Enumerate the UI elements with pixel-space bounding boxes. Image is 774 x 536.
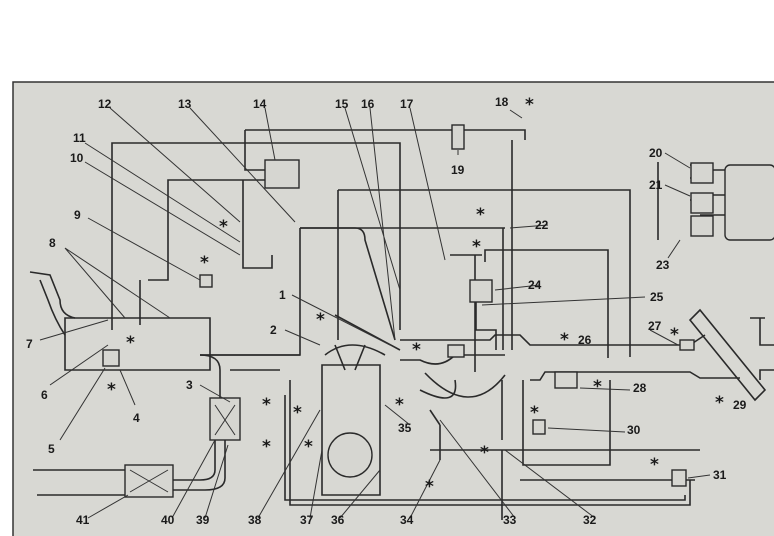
marker-asterisk: * <box>316 310 325 330</box>
sensor-30 <box>532 419 546 435</box>
callout-28: 28 <box>633 381 647 395</box>
marker-asterisk: * <box>425 477 434 497</box>
marker-asterisk: * <box>472 237 481 257</box>
callout-labels: 1 2 3 4 5 6 7 8 9 10 11 12 13 14 15 16 1… <box>26 95 747 527</box>
callout-25: 25 <box>650 290 664 304</box>
callout-5: 5 <box>48 442 55 456</box>
callout-30: 30 <box>627 423 641 437</box>
callout-22: 22 <box>535 218 549 232</box>
callout-39: 39 <box>196 513 210 527</box>
callout-17: 17 <box>400 97 414 111</box>
callout-9: 9 <box>74 208 81 222</box>
sensor-27 <box>679 339 695 351</box>
callout-37: 37 <box>300 513 314 527</box>
throttle-body <box>554 371 578 389</box>
catalytic-converter <box>209 397 241 441</box>
marker-asterisk: * <box>480 443 489 463</box>
callout-33: 33 <box>503 513 517 527</box>
callout-16: 16 <box>361 97 375 111</box>
callout-31: 31 <box>713 468 727 482</box>
fuel-pump <box>102 349 120 367</box>
callout-6: 6 <box>41 388 48 402</box>
marker-asterisk: * <box>126 333 135 353</box>
canister <box>264 159 300 189</box>
marker-asterisk: * <box>715 393 724 413</box>
callout-10: 10 <box>70 151 84 165</box>
marker-asterisk: * <box>560 330 569 350</box>
callout-21: 21 <box>649 178 663 192</box>
callout-3: 3 <box>186 378 193 392</box>
callout-8: 8 <box>49 236 56 250</box>
idle-air-valve <box>447 344 465 358</box>
callout-35: 35 <box>398 421 412 435</box>
relay-23 <box>690 215 714 237</box>
callout-4: 4 <box>133 411 140 425</box>
relay-20 <box>690 162 714 184</box>
marker-asterisk: * <box>670 325 679 345</box>
callout-20: 20 <box>649 146 663 160</box>
callout-29: 29 <box>733 398 747 412</box>
callout-18: 18 <box>495 95 509 109</box>
marker-asterisk: * <box>650 455 659 475</box>
marker-asterisk: * <box>219 217 228 237</box>
callout-38: 38 <box>248 513 262 527</box>
callout-11: 11 <box>73 131 86 145</box>
valve-31 <box>671 469 687 487</box>
callout-12: 12 <box>98 97 112 111</box>
marker-asterisk: * <box>107 380 116 400</box>
callout-2: 2 <box>270 323 277 337</box>
valve-9 <box>199 274 213 288</box>
callout-34: 34 <box>400 513 414 527</box>
callout-41: 41 <box>76 513 90 527</box>
fuel-pressure-regulator <box>469 279 493 303</box>
callout-1: 1 <box>279 288 286 302</box>
callout-14: 14 <box>253 97 267 111</box>
ecu <box>724 164 774 241</box>
callout-23: 23 <box>656 258 670 272</box>
marker-asterisk: * <box>293 403 302 423</box>
marker-asterisk: * <box>304 437 313 457</box>
fuel-filter <box>451 124 465 150</box>
callout-32: 32 <box>583 513 597 527</box>
marker-asterisk: * <box>395 395 404 415</box>
callout-27: 27 <box>648 319 662 333</box>
top-margin <box>0 0 774 80</box>
callout-36: 36 <box>331 513 345 527</box>
marker-asterisk: * <box>412 340 421 360</box>
marker-asterisk: * <box>525 95 534 115</box>
marker-asterisks: * * * * * * * * * * * * * * * * * * * * … <box>107 95 724 497</box>
callout-19: 19 <box>451 163 465 177</box>
crankshaft-wheel <box>327 432 373 478</box>
callout-7: 7 <box>26 337 33 351</box>
callout-15: 15 <box>335 97 349 111</box>
callout-40: 40 <box>161 513 175 527</box>
callout-26: 26 <box>578 333 592 347</box>
callout-lines <box>39 107 711 519</box>
callout-13: 13 <box>178 97 192 111</box>
marker-asterisk: * <box>262 395 271 415</box>
marker-asterisk: * <box>262 437 271 457</box>
marker-asterisk: * <box>593 377 602 397</box>
callout-24: 24 <box>528 278 542 292</box>
marker-asterisk: * <box>200 253 209 273</box>
marker-asterisk: * <box>476 205 485 225</box>
marker-asterisk: * <box>530 403 539 423</box>
relay-21 <box>690 192 714 214</box>
components <box>102 124 774 498</box>
